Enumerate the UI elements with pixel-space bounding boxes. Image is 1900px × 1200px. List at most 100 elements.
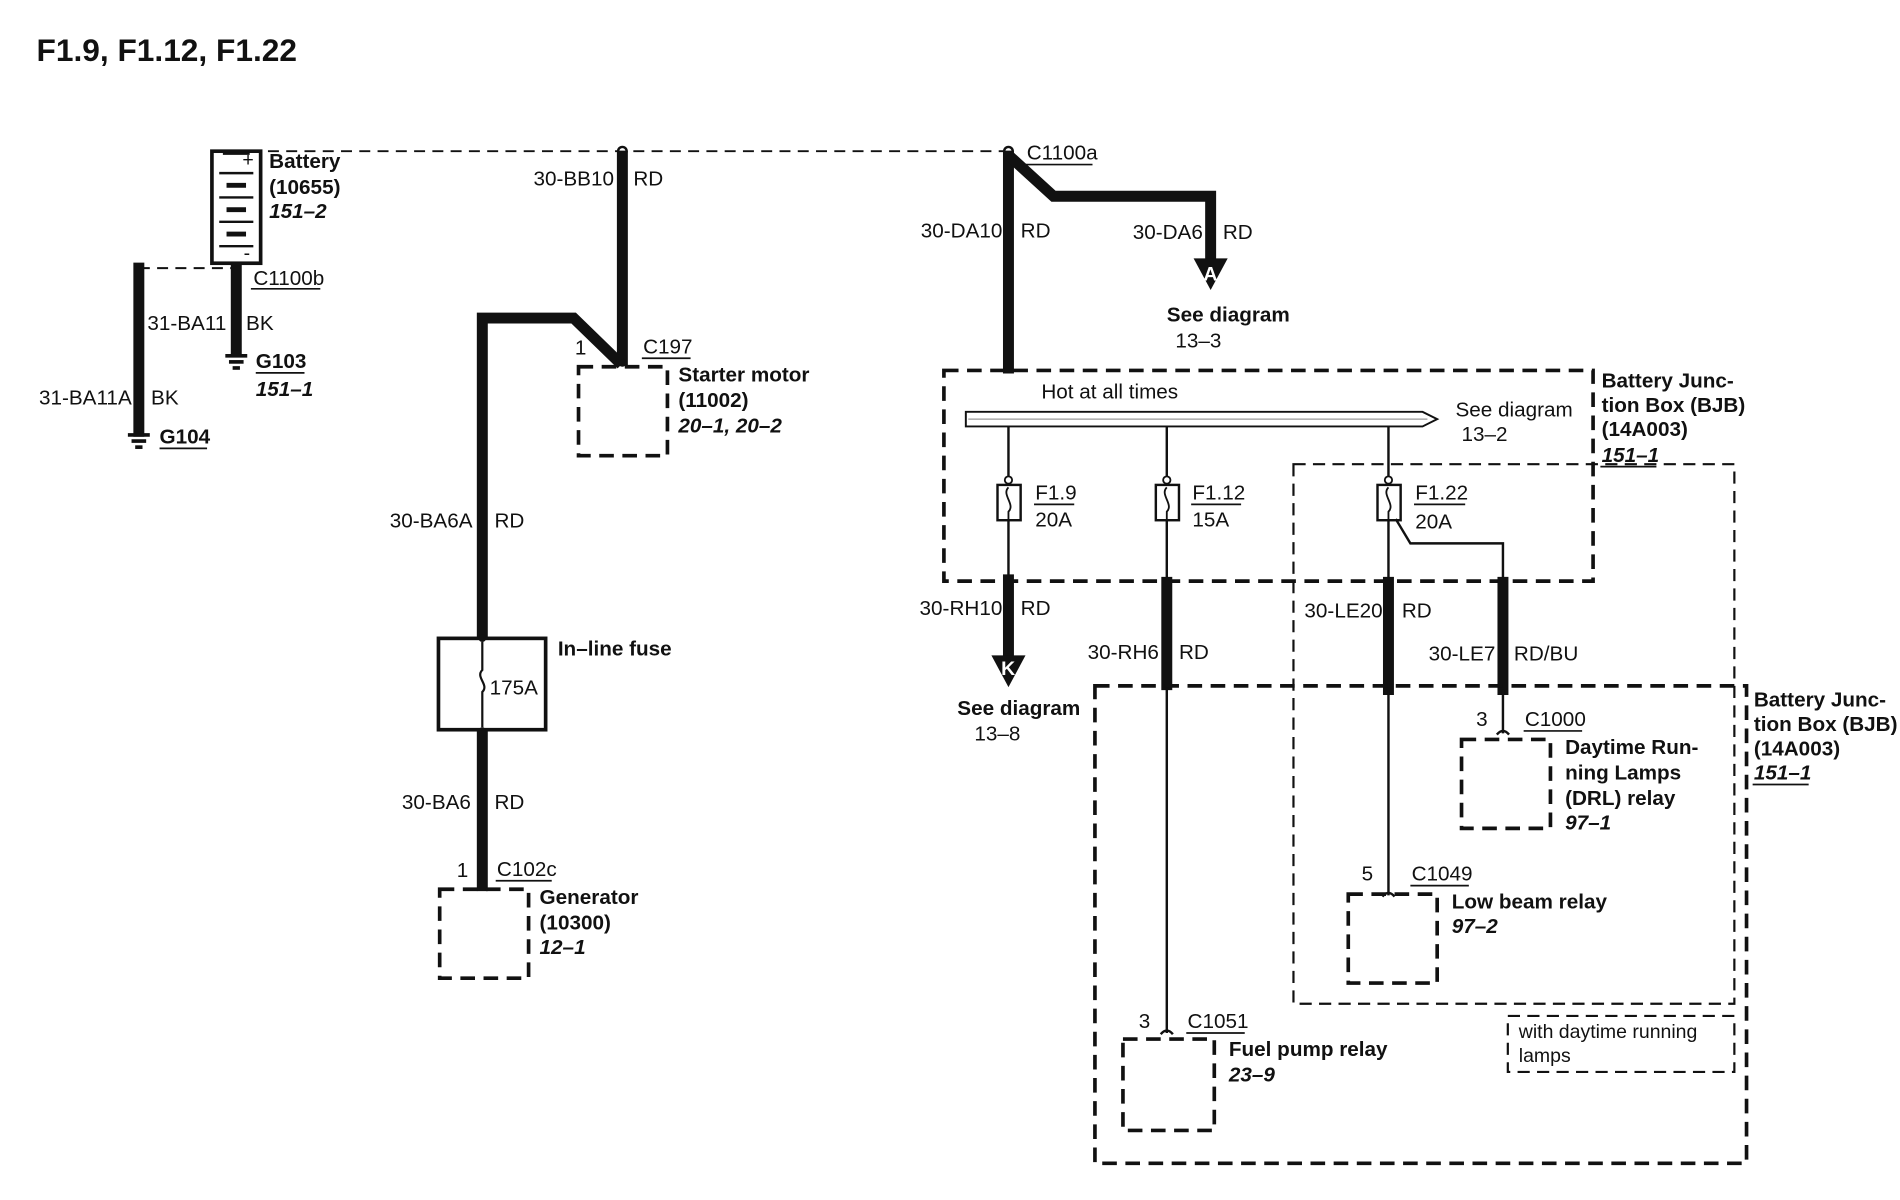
starter-name: Starter motor [678,363,809,386]
out-rh6-wire-code: 30-RH6 [1088,641,1159,664]
fuelpump-ref: 23–9 [1228,1064,1276,1087]
bjb1-ref: 151–1 [1602,444,1660,467]
wire-30-ba6a [476,312,626,688]
fuelpump-pin: 3 [1139,1010,1151,1033]
arrow-k-icon [991,655,1026,688]
battery-symbol: + - [210,149,263,266]
generator-box [437,887,531,980]
wire-30-da6 [1004,150,1217,264]
arrow-a-icon [1193,258,1228,291]
c1100a-wire-main-color: RD [1021,220,1051,243]
fuse-f1-12-rating: 15A [1192,508,1229,531]
out-le7-wire-color: RD/BU [1514,642,1578,665]
bus-bar [964,410,1440,428]
battery-name: Battery [269,150,341,173]
bjb-box-1 [942,368,1595,583]
generator-connector: C102c [497,858,557,881]
inline-fuse-icon [479,642,486,728]
generator-pin: 1 [457,859,469,882]
starter-part: (11002) [678,389,748,412]
g103-wire-code: 31-BA11 [147,312,226,335]
c1100a-wire-a-code: 30-DA6 [1133,221,1203,244]
fuse-f1-22-name: F1.22 [1415,482,1468,505]
lowbeam-pin: 5 [1362,863,1374,886]
svg-text:-: - [244,243,250,265]
starter-pin: 1 [575,337,587,360]
bus-label: Hot at all times [1041,380,1178,403]
bjb1-see: See diagram [1455,399,1572,422]
out-le20-wire-color: RD [1402,600,1432,623]
bjb1-name-line1: Battery Junc- [1602,369,1734,392]
battery-ref: 151–2 [269,200,327,223]
drl-line2: ning Lamps [1565,762,1681,785]
c1100a-connector: C1100a [1027,142,1098,165]
g104-wire-code: 31-BA11A [39,387,132,410]
note-box [1506,1014,1736,1074]
drl-relay-box [1459,737,1553,831]
arrow-k-letter: K [1001,658,1015,680]
see-a-label: See diagram [1167,304,1290,327]
svg-text:+: + [242,149,253,171]
see-a-ref: 13–3 [1175,329,1221,352]
bjb2-part: (14A003) [1754,737,1840,760]
drl-ref: 97–1 [1565,812,1611,835]
lowbeam-name: Low beam relay [1452,891,1608,914]
inline-fuse-box [436,636,548,732]
fuse-f1-12-name: F1.12 [1192,482,1245,505]
inline-wire-b-code: 30-BA6 [402,791,471,814]
c1100a-wire-main-code: 30-DA10 [921,220,1003,243]
see-k-ref: 13–8 [974,723,1020,746]
g103-ref: 151–1 [256,378,314,401]
starter-motor-box [576,364,670,458]
fuelpump-relay-box [1121,1037,1217,1133]
drl-option-box [1292,463,1736,1005]
ground-g103-icon [225,353,248,370]
lowbeam-relay-box [1346,892,1440,985]
generator-ref: 12–1 [540,936,586,959]
fuelpump-name: Fuel pump relay [1229,1038,1388,1061]
out-k-wire-code: 30-RH10 [920,597,1003,620]
generator-name: Generator [540,886,639,909]
battery-part: (10655) [269,176,340,199]
inline-wire-a-color: RD [494,510,524,533]
bjb-box-2 [1093,684,1749,1166]
drl-connector: C1000 [1525,708,1586,731]
battery-connector: C1100b [253,267,324,290]
g103-wire-color: BK [246,312,274,335]
bjb1-see-ref: 13–2 [1462,423,1508,446]
drl-line1: Daytime Run- [1565,736,1698,759]
fuelpump-connector: C1051 [1188,1010,1249,1033]
out-le20-wire-code: 30-LE20 [1304,600,1382,623]
bjb1-part: (14A003) [1602,418,1688,441]
page-title: F1.9, F1.12, F1.22 [37,32,297,68]
ground-g104-icon [127,433,150,449]
g104-wire-color: BK [151,387,179,410]
see-k-label: See diagram [957,697,1080,720]
lowbeam-ref: 97–2 [1452,915,1499,938]
g103-name: G103 [256,350,307,373]
c1100a-wire-a-color: RD [1223,221,1253,244]
starter-connector: C197 [643,335,692,358]
out-le7-wire-code: 30-LE7 [1429,642,1496,665]
g104-name: G104 [160,425,211,448]
starter-wire-code: 30-BB10 [533,167,614,190]
inline-fuse-label: In–line fuse [558,637,672,660]
starter-wire-color: RD [633,167,663,190]
note-line2: lamps [1519,1045,1571,1067]
lowbeam-connector: C1049 [1412,863,1473,886]
note-line1: with daytime running [1518,1021,1698,1043]
bjb1-name-line2: tion Box (BJB) [1602,394,1746,417]
arrow-a-letter: A [1203,263,1217,285]
fuse-f1-9-rating: 20A [1035,508,1072,531]
bjb2-ref: 151–1 [1754,762,1812,785]
drl-pin: 3 [1476,708,1488,731]
bjb2-name-line1: Battery Junc- [1754,689,1886,712]
fuse-f1-9-name: F1.9 [1035,482,1076,505]
inline-wire-b-color: RD [494,791,524,814]
bjb2-name-line2: tion Box (BJB) [1754,713,1898,736]
starter-ref: 20–1, 20–2 [677,415,782,438]
generator-part: (10300) [540,911,611,934]
drl-line3: (DRL) relay [1565,787,1676,810]
out-rh6-wire-color: RD [1179,641,1209,664]
